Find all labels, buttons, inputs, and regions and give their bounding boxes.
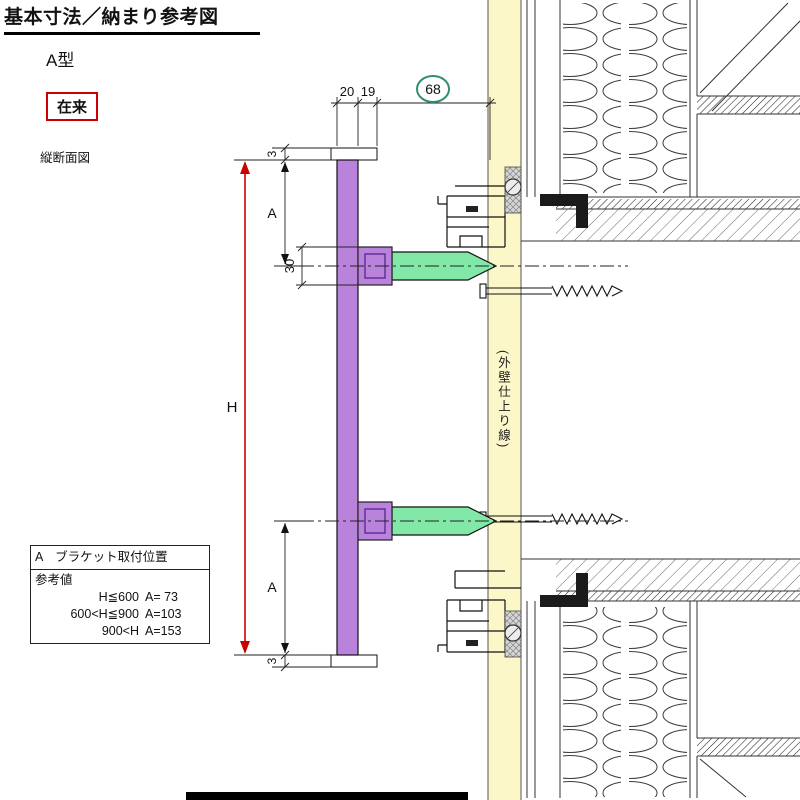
finish-band-fill xyxy=(488,0,521,800)
row-range: H≦600 xyxy=(98,589,139,604)
row-value: A= 73 xyxy=(145,589,179,604)
centerlines xyxy=(300,265,628,522)
frame-assembly xyxy=(330,147,498,668)
dim-A-bottom: A xyxy=(267,579,277,595)
construction-method-badge: 在来 xyxy=(46,92,99,121)
dim-A-top: A xyxy=(267,205,277,221)
frame-top-cap xyxy=(330,147,378,161)
head-framing-band xyxy=(521,194,800,242)
dim-H: H xyxy=(227,399,238,416)
wall-finish-line-label: (外壁仕上り線) xyxy=(496,350,510,450)
dim-3-top: 3 xyxy=(265,150,279,157)
exterior-finish-band xyxy=(487,0,522,800)
bottom-crop-bar xyxy=(186,792,468,800)
page-title: 基本寸法／納まり参考図 xyxy=(4,2,260,35)
row-range: 900<H xyxy=(101,623,139,638)
row-value: A=153 xyxy=(145,623,182,638)
table-row: H≦600 A= 73 xyxy=(35,589,205,606)
sill-framing-band xyxy=(521,558,800,607)
view-label: 縦断面図 xyxy=(40,151,91,165)
insulation-batt xyxy=(563,3,687,797)
vertical-frame-bar xyxy=(336,159,359,656)
top-anchor-screw xyxy=(479,283,624,299)
dim-3-bottom: 3 xyxy=(265,657,279,664)
dim-68: 68 xyxy=(425,81,441,97)
bracket-position-table: A ブラケット取付位置 参考値 H≦600 A= 73 600<H≦900 A=… xyxy=(30,545,210,645)
circled-dimension-ring xyxy=(416,75,450,103)
sash-head-profile xyxy=(437,185,521,248)
row-value: A=103 xyxy=(145,606,182,621)
table-title: A ブラケット取付位置 xyxy=(31,546,209,570)
head-steel-angle xyxy=(540,194,588,228)
frame-bottom-cap xyxy=(330,654,378,668)
dim-20: 20 xyxy=(340,84,354,99)
anchor-screws xyxy=(479,283,624,527)
wall-structure xyxy=(521,0,800,798)
table-note: 参考値 xyxy=(35,572,73,587)
dimension-annotations: 20 19 68 H A A 30 3 3 xyxy=(227,75,496,672)
dim-30: 30 xyxy=(282,259,297,273)
table-body: 参考値 H≦600 A= 73 600<H≦900 A=103 900<H A=… xyxy=(31,570,209,644)
dim-19: 19 xyxy=(361,84,375,99)
table-row: 600<H≦900 A=103 xyxy=(35,606,205,623)
sill-steel-angle xyxy=(540,573,588,607)
row-range: 600<H≦900 xyxy=(70,606,139,621)
sash-details xyxy=(437,166,522,658)
height-dimension xyxy=(240,161,250,654)
table-row: 900<H A=153 xyxy=(35,623,205,640)
type-label: A型 xyxy=(46,51,75,70)
